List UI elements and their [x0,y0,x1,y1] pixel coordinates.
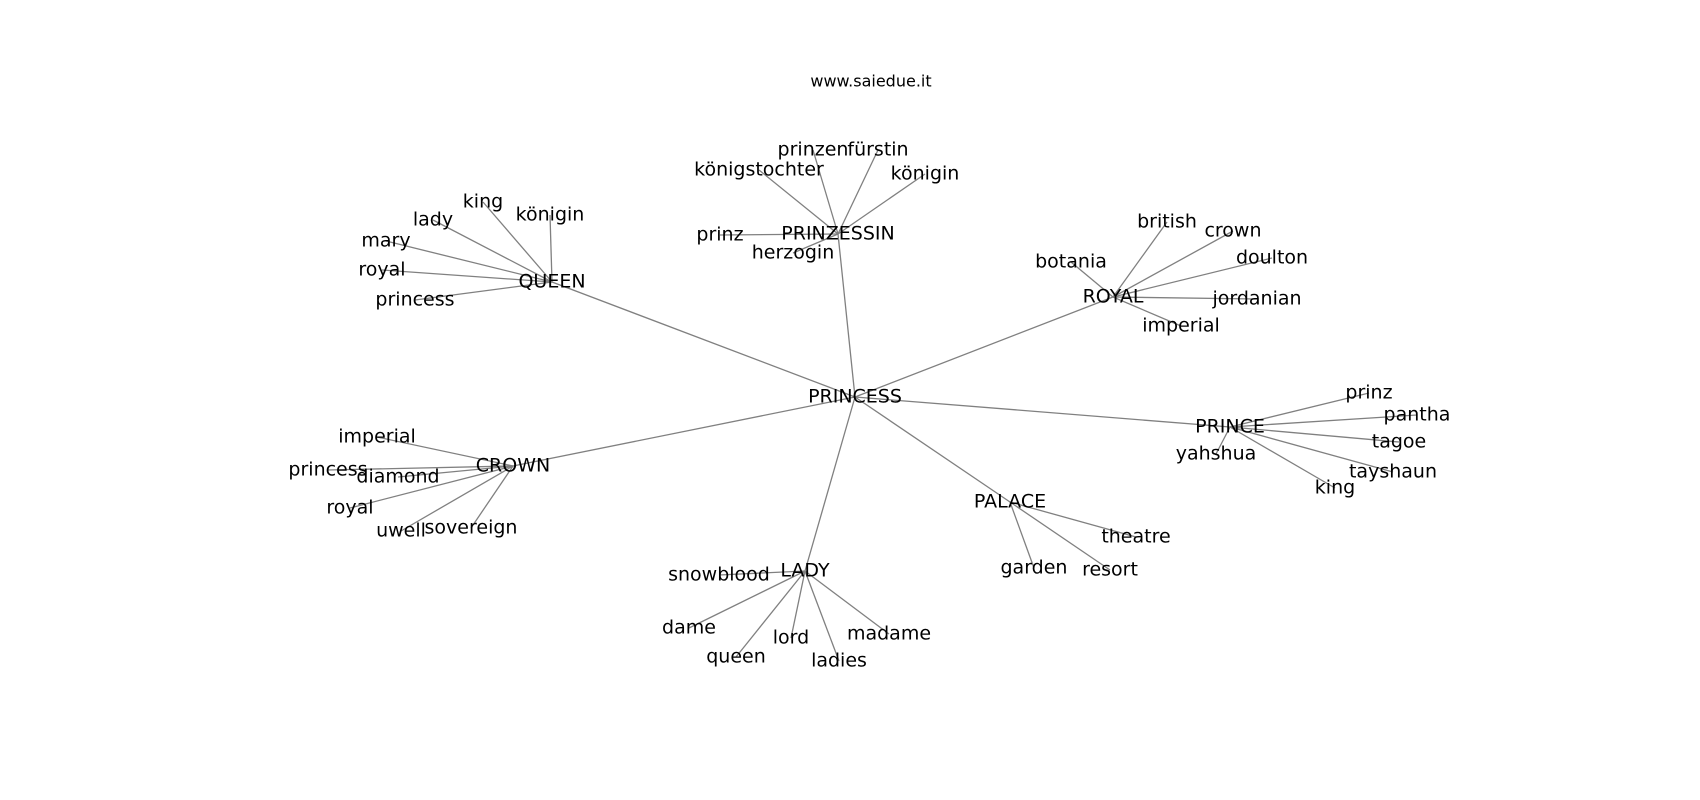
edge-royal-jordanian [1112,296,1258,300]
edge-prinzessin-prinzen [812,149,839,235]
edge-royal-crown [1112,230,1234,298]
node-root-princess: PRINCESS [808,386,902,408]
node-leaf-royal-british: british [1137,211,1197,233]
edge-prince-tayshaun [1229,426,1394,473]
node-leaf-palace-resort: resort [1082,559,1138,581]
node-leaf-palace-garden: garden [1001,557,1068,579]
node-leaf-crown-diamond: diamond [356,466,439,488]
node-hub-prince: PRINCE [1195,416,1265,438]
edge-prince-prinz [1229,392,1370,428]
edge-lady-queen [735,570,806,658]
node-leaf-prince-prinz: prinz [1345,382,1392,404]
node-leaf-prinzessin-konigin: königin [891,163,960,185]
edge-queen-princess [414,281,553,301]
edges-layer [327,149,1418,662]
edge-palace-theatre [1009,501,1137,538]
node-leaf-prinzessin-konigstochter: königstochter [694,159,824,181]
node-leaf-prinzessin-furstin: fürstin [847,139,908,161]
edge-prinzessin-prinz [719,233,839,236]
node-leaf-queen-king: king [463,191,503,213]
node-leaf-queen-konigin: königin [516,204,585,226]
node-leaf-prince-tagoe: tagoe [1372,431,1426,453]
node-leaf-lady-ladies: ladies [811,650,867,672]
node-leaf-prince-yahshua: yahshua [1176,443,1257,465]
edge-prinzessin-furstin [837,149,879,235]
node-leaf-lady-madame: madame [847,623,931,645]
edge-prince-pantha [1229,414,1418,428]
edge-crown-uwell [400,465,514,532]
node-hub-prinzessin: PRINZESSIN [781,223,894,245]
edge-prinzessin-konigin [837,173,926,235]
edge-lady-snowblood [718,570,806,576]
node-leaf-crown-princess: princess [288,459,367,481]
edge-queen-mary [385,240,553,283]
edge-queen-konigin [549,214,553,283]
node-hub-royal: ROYAL [1083,286,1144,308]
node-leaf-queen-royal: royal [358,259,405,281]
edge-queen-royal [381,269,553,283]
edge-crown-diamond [397,465,514,478]
edge-royal-imperial [1112,296,1182,327]
edge-crown-sovereign [470,465,514,529]
edge-crown-royal [349,465,514,509]
edge-queen-king [482,201,553,283]
node-leaf-crown-sovereign: sovereign [425,517,518,539]
node-leaf-queen-mary: mary [361,230,410,252]
edge-prince-tagoe [1229,426,1400,443]
node-leaf-royal-imperial: imperial [1142,315,1220,337]
edge-crown-imperial [376,436,514,467]
node-leaf-palace-theatre: theatre [1101,526,1170,548]
node-leaf-prinzessin-prinz: prinz [696,224,743,246]
edge-palace-garden [1009,501,1035,569]
node-leaf-crown-imperial: imperial [338,426,416,448]
node-leaf-lady-dame: dame [662,617,716,639]
node-leaf-royal-botania: botania [1035,251,1107,273]
node-hub-lady: LADY [780,560,830,582]
edge-royal-doulton [1112,257,1273,298]
node-leaf-queen-princess: princess [375,289,454,311]
edge-prince-king [1229,426,1336,489]
node-leaf-prinzessin-herzogin: herzogin [752,242,835,264]
node-hub-queen: QUEEN [518,271,585,293]
node-leaf-royal-crown: crown [1204,220,1261,242]
edge-prince-yahshua [1215,426,1231,455]
node-leaf-prinzessin-prinzen: prinzen [778,139,849,161]
edge-root-crown [512,396,856,467]
edge-root-prince [854,396,1231,428]
node-leaf-queen-lady: lady [413,209,453,231]
edge-root-queen [551,281,856,398]
edge-royal-botania [1070,261,1114,298]
node-hub-crown: CROWN [476,455,550,477]
graph-title: www.saiedue.it [810,72,931,91]
node-leaf-royal-doulton: doulton [1236,247,1308,269]
edge-crown-princess [327,465,514,471]
node-leaf-prince-pantha: pantha [1384,404,1451,426]
node-leaf-crown-uwell: uwell [376,520,426,542]
edge-root-royal [854,296,1114,398]
node-leaf-lady-lord: lord [773,627,809,649]
edge-lady-ladies [804,570,840,662]
edge-palace-resort [1009,501,1111,571]
node-leaf-lady-queen: queen [706,646,766,668]
edge-lady-madame [804,570,890,635]
node-leaf-crown-royal: royal [326,497,373,519]
edge-root-lady [804,396,856,572]
node-leaf-prince-king: king [1315,477,1355,499]
edge-lady-lord [790,570,806,639]
edge-root-palace [854,396,1011,503]
edge-lady-dame [688,570,806,629]
node-leaf-lady-snowblood: snowblood [668,564,770,586]
edge-queen-lady [432,219,553,283]
edge-prinzessin-herzogin [792,233,839,254]
node-hub-palace: PALACE [974,491,1046,513]
node-leaf-prince-tayshaun: tayshaun [1349,461,1437,483]
edge-root-prinzessin [837,233,856,398]
edge-prinzessin-konigstochter [758,169,839,235]
edge-royal-british [1112,221,1168,298]
node-leaf-royal-jordanian: jordanian [1211,288,1301,310]
